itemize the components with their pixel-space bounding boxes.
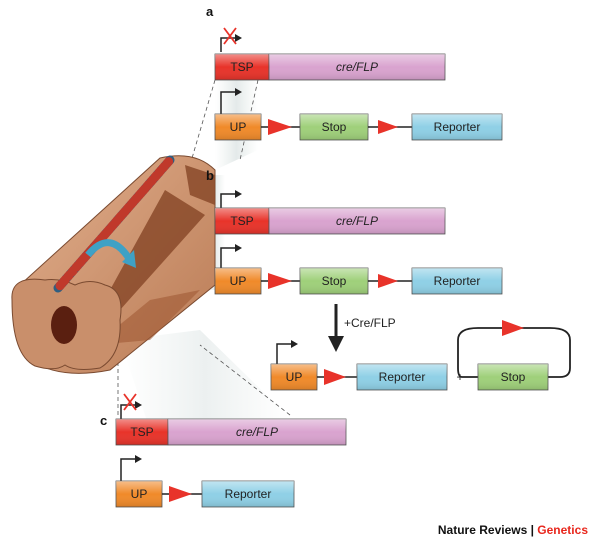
red-triangle-icon (268, 119, 292, 135)
red-triangle-icon (502, 320, 524, 336)
panel-label-c: c (100, 413, 107, 428)
panel-c-reporter-construct: UP Reporter (115, 455, 295, 508)
red-triangle-icon (324, 369, 346, 385)
red-x-icon (223, 27, 237, 45)
promoter-arrow-icon (235, 88, 242, 96)
excised-stop-circle: Stop (457, 320, 571, 391)
red-x-icon (123, 393, 137, 411)
panel-label-b: b (206, 168, 214, 183)
add-cre-flp-label: +Cre/FLP (344, 316, 396, 330)
red-triangle-icon (268, 273, 292, 289)
panel-a-promoter-blocked (220, 27, 242, 52)
tsp-label: TSP (230, 60, 253, 74)
panel-c-promoter-blocked (120, 393, 142, 419)
promoter-arrow-icon (235, 244, 242, 252)
cre-flp-label: cre/FLP (236, 425, 278, 439)
reporter-label: Reporter (434, 274, 481, 288)
up-label: UP (230, 274, 247, 288)
recombined-reporter-construct: UP Reporter (270, 340, 448, 391)
promoter-arrow-icon (235, 190, 242, 198)
panel-a-reporter-construct: UP Stop Reporter (214, 88, 503, 141)
stop-label: Stop (501, 370, 526, 384)
up-label: UP (230, 120, 247, 134)
credit-separator: | (527, 523, 538, 537)
red-triangle-icon (378, 274, 398, 288)
spinal-cord-illustration (11, 155, 216, 374)
journal-credit: Nature Reviews | Genetics (438, 523, 588, 537)
panel-b-tsp-cre-construct: TSP cre/FLP (214, 190, 446, 235)
reporter-label: Reporter (434, 120, 481, 134)
tsp-label: TSP (230, 214, 253, 228)
cre-flp-label: cre/FLP (336, 60, 378, 74)
projection-cone-c (120, 330, 290, 430)
panel-a-tsp-cre-construct: TSP cre/FLP (214, 53, 446, 81)
panel-b-reporter-construct: UP Stop Reporter (214, 244, 503, 295)
promoter-arrow-icon (135, 455, 142, 463)
promoter-arrow-icon (291, 340, 298, 348)
reporter-label: Reporter (225, 487, 272, 501)
stop-label: Stop (322, 120, 347, 134)
panel-label-a: a (206, 4, 214, 19)
journal-name: Nature Reviews (437, 523, 528, 537)
cre-flp-label: cre/FLP (336, 214, 378, 228)
down-arrow-icon (328, 304, 344, 352)
journal-section: Genetics (537, 523, 588, 537)
red-triangle-icon (378, 120, 398, 134)
stop-label: Stop (322, 274, 347, 288)
tsp-label: TSP (130, 425, 153, 439)
red-triangle-icon (169, 486, 192, 502)
panel-c-tsp-cre-construct: TSP cre/FLP (115, 418, 347, 446)
up-label: UP (286, 370, 303, 384)
up-label: UP (131, 487, 148, 501)
reporter-label: Reporter (379, 370, 426, 384)
